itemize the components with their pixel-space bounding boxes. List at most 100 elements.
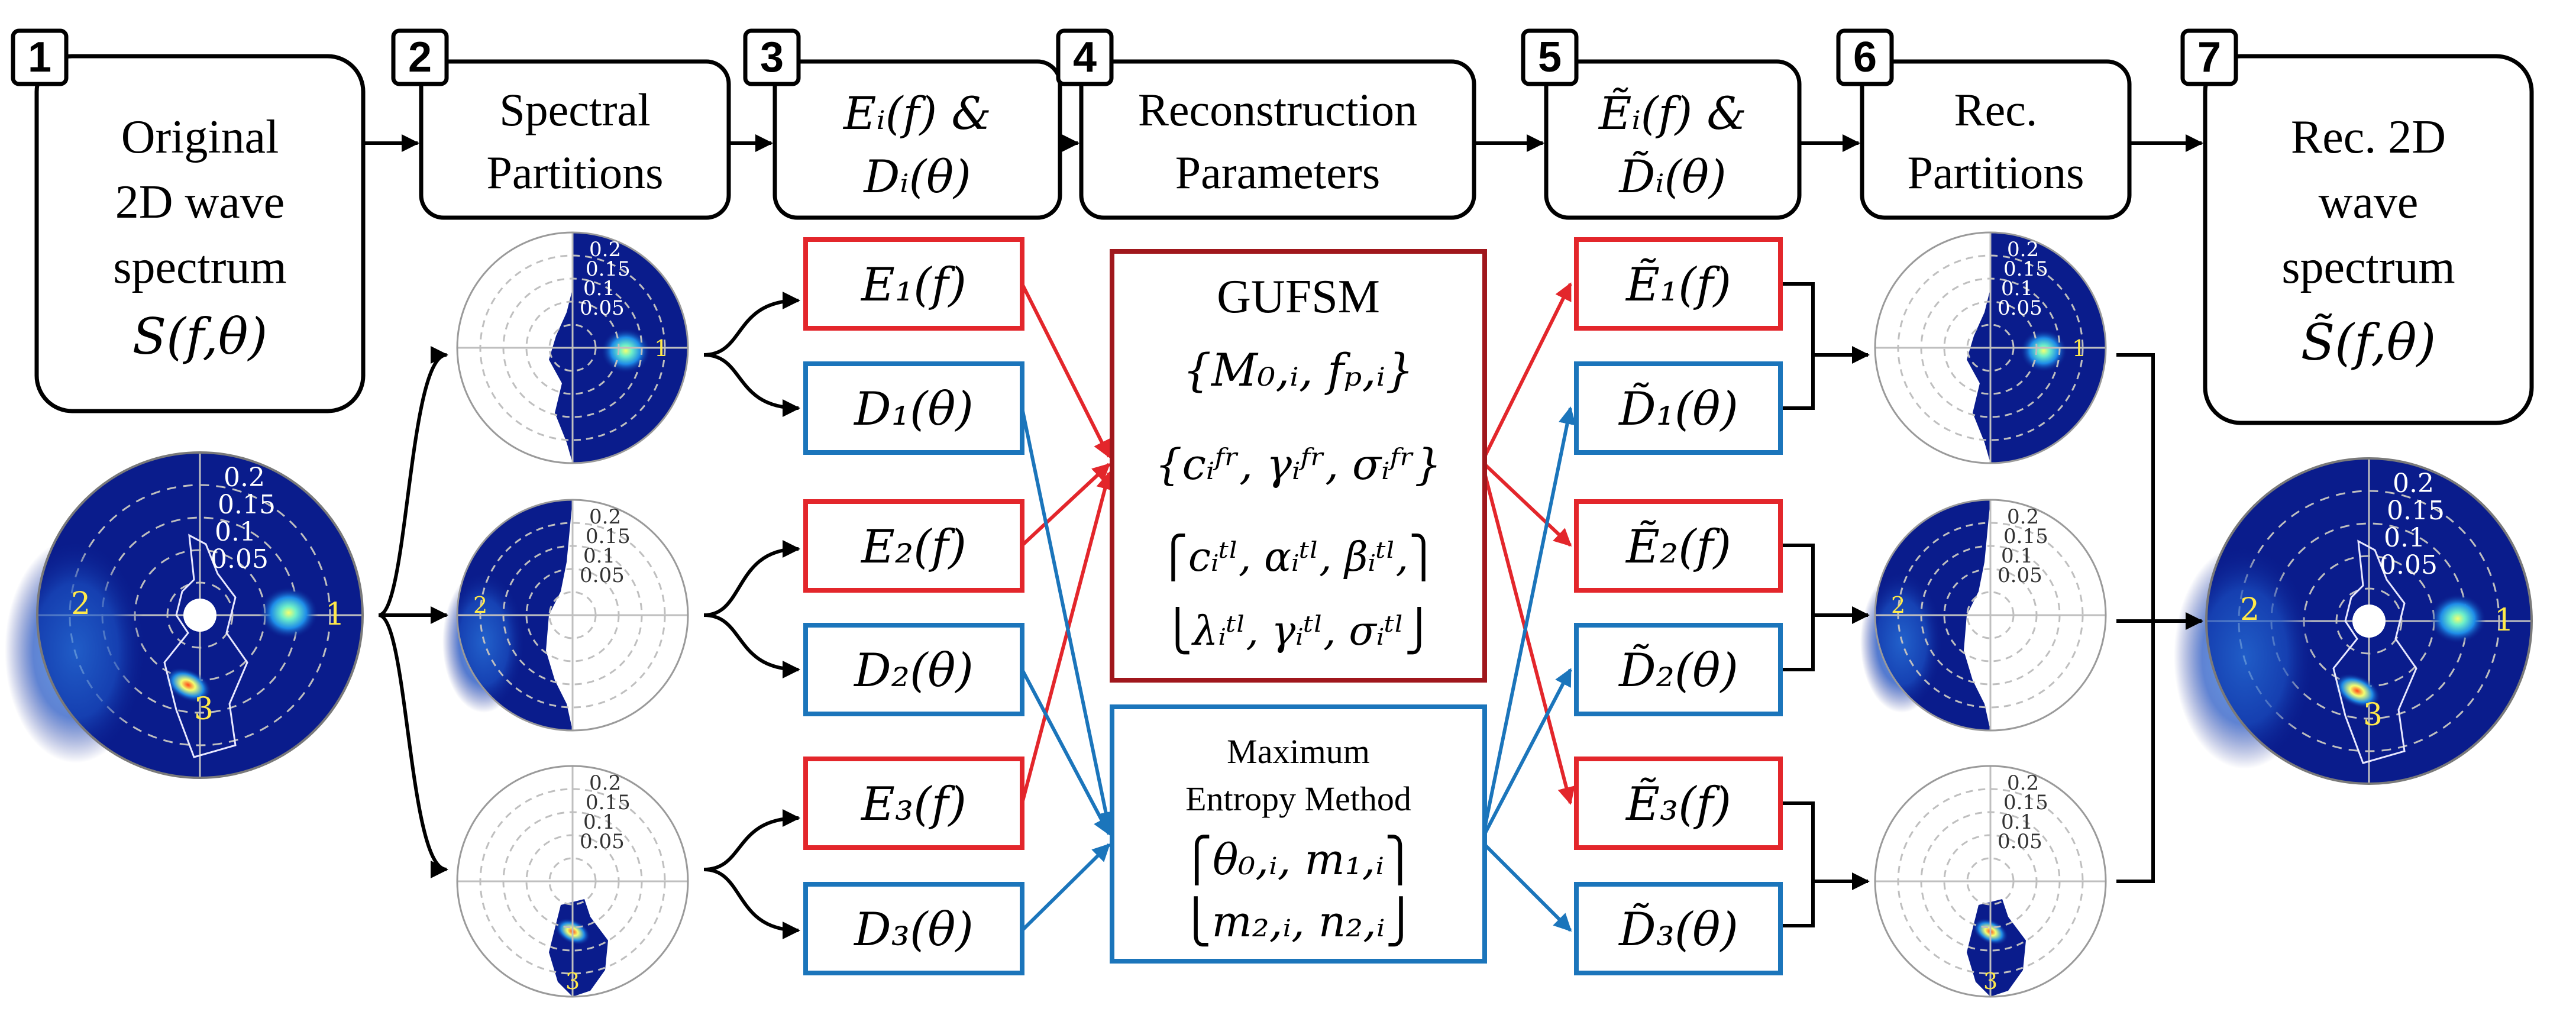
polar-rp2-tick-4: 0.05	[1998, 564, 2042, 587]
polar-reconstructed: 0.2 0.15 0.1 0.05 1 2 3	[2174, 457, 2533, 785]
polar-rec-label-1: 1	[2494, 603, 2514, 638]
step-1-line-4: S(f,θ)	[132, 308, 267, 366]
step-5-number: 5	[1538, 34, 1562, 81]
polar-original-tick-4: 0.05	[211, 544, 269, 574]
flow-d2-mem	[1020, 668, 1111, 836]
step-4-line-1: Reconstruction	[1138, 84, 1417, 135]
step-1-line-1: Original	[121, 111, 279, 163]
polar-original-label-3: 3	[194, 691, 214, 727]
step-2-box	[419, 59, 731, 220]
step-4: 4 Reconstruction Parameters	[1056, 28, 1476, 220]
polar-rec-partition-3: 0.2 0.15 0.1 0.05 3	[1874, 765, 2107, 998]
polar-rp2-tick-1: 0.2	[2007, 505, 2039, 529]
flow-e2-gufsm	[1020, 463, 1111, 547]
step-5-line-1: Ẽᵢ(f) &	[1598, 87, 1747, 140]
flow-e1-gufsm	[1020, 283, 1111, 458]
step-6: 6 Rec. Partitions	[1836, 28, 2132, 220]
polar-p1-tick-4: 0.05	[580, 296, 625, 320]
box-re1	[1574, 237, 1783, 331]
rec-energy-boxes: Ẽ₁(f) Ẽ₂(f) Ẽ₃(f)	[1574, 237, 1783, 850]
step-1-line-3: spectrum	[113, 241, 286, 293]
fork-p2-e	[703, 540, 800, 617]
polar-rp3-label: 3	[1983, 968, 1998, 994]
label-rd1: D̃₁(θ)	[1618, 382, 1738, 436]
polar-rp1-tick-1: 0.2	[2007, 238, 2039, 261]
step-7-line-4: S̃(f,θ)	[2301, 313, 2436, 371]
label-re2: Ẽ₂(f)	[1625, 519, 1731, 574]
polar-partition-3: 0.2 0.15 0.1 0.05 3	[456, 765, 689, 998]
polar-p1-label: 1	[654, 335, 668, 361]
step-7-number: 7	[2197, 34, 2221, 81]
flow-mem-rd1	[1483, 406, 1576, 829]
step-4-line-2: Parameters	[1175, 147, 1381, 198]
step-1-line-2: 2D wave	[115, 176, 285, 228]
polar-p1-tick-3: 0.1	[583, 277, 615, 300]
flow-gufsm-re1	[1483, 282, 1572, 458]
step-6-number: 6	[1853, 34, 1877, 81]
step-1-box	[34, 54, 366, 413]
step-2-line-2: Partitions	[486, 147, 663, 198]
step-7-badge	[2180, 28, 2238, 86]
polar-rec-tick-4: 0.05	[2380, 550, 2438, 580]
label-rd2: D̃₂(θ)	[1618, 643, 1738, 697]
fork-original-1	[378, 346, 448, 617]
label-d2: D₂(θ)	[853, 644, 974, 697]
step-7-line-1: Rec. 2D	[2291, 111, 2446, 163]
step-3-box	[773, 59, 1062, 220]
polar-p2-tick-3: 0.1	[583, 544, 615, 568]
direction-flow-arrows	[1020, 406, 1576, 932]
step-3-number: 3	[760, 34, 784, 81]
polar-rp1-tick-2: 0.15	[2003, 257, 2048, 281]
step-6-line-1: Rec.	[1954, 84, 2038, 135]
box-rd2	[1574, 623, 1783, 716]
box-e2	[803, 499, 1024, 593]
label-re3: Ẽ₃(f)	[1625, 777, 1731, 831]
gufsm-frame	[1110, 249, 1487, 683]
step-1-badge	[11, 28, 69, 86]
step-2-line-1: Spectral	[499, 84, 651, 135]
step-7-line-2: wave	[2319, 176, 2419, 228]
polar-rp1-tick-4: 0.05	[1998, 296, 2042, 320]
step-7-line-3: spectrum	[2281, 241, 2455, 293]
box-rd1	[1574, 361, 1783, 455]
step-4-box	[1079, 59, 1476, 220]
merge-final	[2116, 353, 2155, 883]
label-d1: D₁(θ)	[853, 383, 974, 436]
polar-rp3-tick-4: 0.05	[1998, 830, 2042, 854]
polar-p3-tick-1: 0.2	[589, 771, 621, 795]
polar-p1-tick-2: 0.15	[586, 257, 631, 281]
step-3-line-1: Eᵢ(f) &	[842, 87, 991, 140]
polar-rec-partition-1: 0.2 0.15 0.1 0.05 1	[1874, 231, 2107, 464]
step-7: 7 Rec. 2D wave spectrum S̃(f,θ)	[2180, 28, 2534, 425]
box-re2	[1574, 499, 1783, 593]
polar-p1-tick-1: 0.2	[589, 238, 621, 261]
flow-e3-gufsm	[1020, 471, 1114, 804]
gufsm-line-2: {cᵢᶠʳ, γᵢᶠʳ, σᵢᶠʳ}	[1155, 439, 1441, 489]
fork-p3-e	[703, 809, 800, 871]
step-5-box	[1544, 59, 1802, 220]
flow-mem-rd3	[1483, 843, 1572, 932]
step-6-badge	[1836, 28, 1894, 86]
polar-original-label-2: 2	[71, 586, 91, 622]
box-e1	[803, 237, 1024, 331]
fork-p1-d	[703, 353, 800, 417]
polar-original-tick-2: 0.15	[218, 490, 276, 520]
mem-box: Maximum Entropy Method ⎧θ₀,ᵢ, m₁,ᵢ⎫ ⎩m₂,…	[1110, 704, 1487, 964]
polar-rp3-tick-1: 0.2	[2007, 771, 2039, 795]
gufsm-line-4: ⎩λᵢᵗˡ, γᵢᵗˡ, σᵢᵗˡ⎭	[1162, 606, 1434, 655]
mem-title-2: Entropy Method	[1185, 780, 1411, 818]
polar-rec-tick-2: 0.15	[2387, 496, 2445, 526]
box-e3	[803, 757, 1024, 850]
step-7-box	[2203, 54, 2534, 425]
polar-p2-tick-1: 0.2	[589, 505, 621, 529]
box-rd3	[1574, 882, 1783, 975]
polar-p3-label: 3	[565, 968, 580, 994]
polar-rec-tick-3: 0.1	[2384, 523, 2425, 553]
flow-gufsm-re2	[1483, 463, 1572, 547]
box-d2	[803, 623, 1024, 716]
step-1-number: 1	[28, 34, 51, 81]
polar-p2-tick-4: 0.05	[580, 564, 625, 587]
polar-p3-tick-2: 0.15	[586, 791, 631, 814]
flow-gufsm-re3	[1483, 473, 1575, 805]
